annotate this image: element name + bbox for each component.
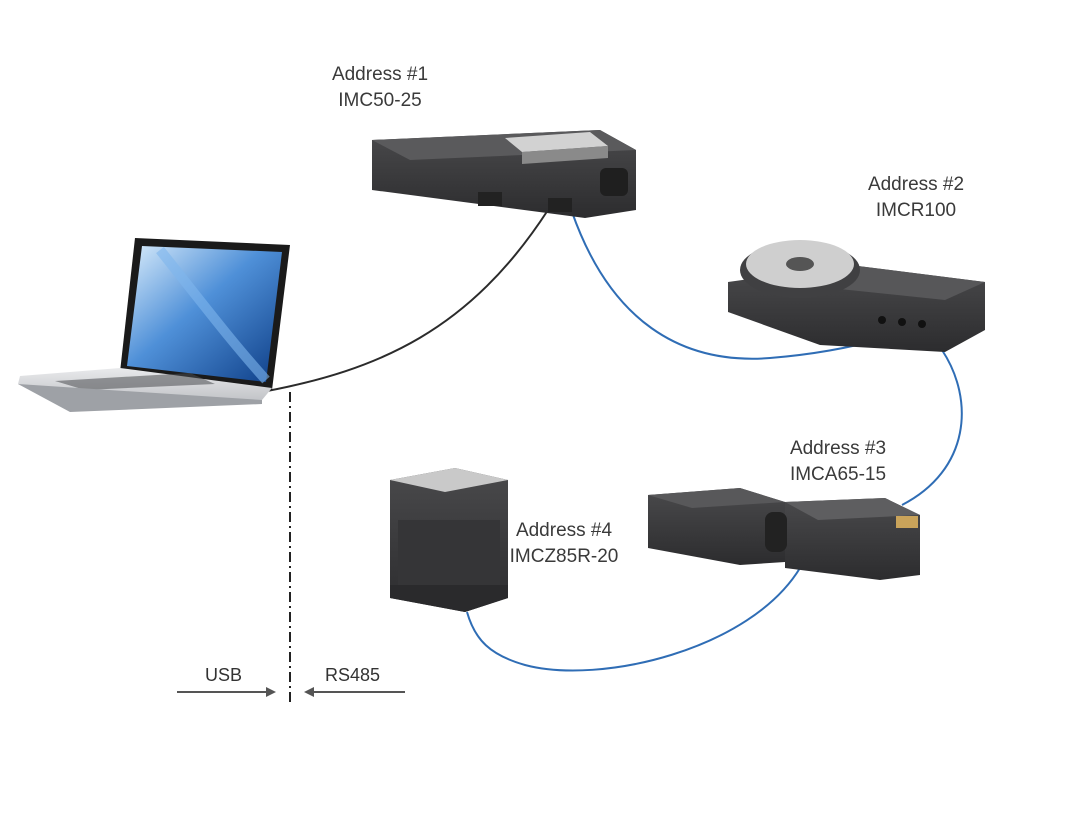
device-1-image — [372, 130, 636, 218]
device-1-address: Address #1 — [331, 64, 429, 85]
device-4-image — [390, 468, 508, 612]
rs485-label: RS485 — [325, 665, 381, 685]
device-3-address: Address #3 — [789, 438, 887, 459]
device-4-label: Address #4 IMCZ85R-20 — [484, 518, 644, 570]
device-2-address: Address #2 — [867, 174, 965, 195]
device-4-address: Address #4 — [515, 520, 613, 541]
device-2-image — [728, 240, 985, 352]
device-3-model: IMCA65-15 — [789, 464, 887, 485]
device-3-image — [648, 488, 920, 580]
rs485-arrow — [304, 687, 405, 697]
device-4-model: IMCZ85R-20 — [509, 546, 619, 567]
device-1-model: IMC50-25 — [338, 90, 422, 111]
device-3-label: Address #3 IMCA65-15 — [758, 436, 918, 488]
rs485-cable-3-4 — [466, 567, 801, 672]
rs485-cable-1-2 — [571, 211, 886, 360]
laptop-icon — [18, 238, 290, 412]
device-1-label: Address #1 IMC50-25 — [300, 62, 460, 114]
usb-arrow — [177, 687, 276, 697]
device-2-label: Address #2 IMCR100 — [836, 172, 996, 224]
usb-label: USB — [205, 665, 243, 685]
usb-cable — [261, 209, 549, 393]
rs485-cable-2-3 — [901, 349, 963, 506]
device-2-model: IMCR100 — [875, 200, 957, 221]
